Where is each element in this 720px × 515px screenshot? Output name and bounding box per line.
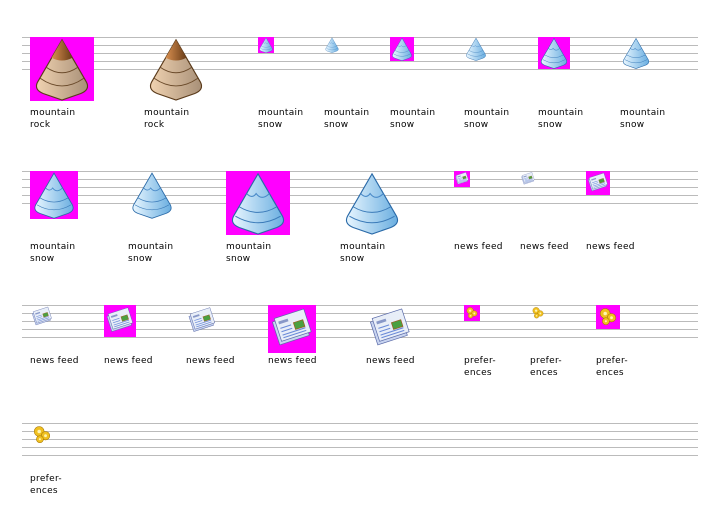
icon-item-rock — [144, 37, 208, 101]
news-feed-icon — [104, 305, 136, 337]
mountain-snow-icon — [226, 171, 290, 235]
mountain-snow-icon — [620, 37, 652, 69]
icon-item-news — [268, 305, 316, 353]
icon-item-news — [586, 171, 610, 195]
preferences-icon — [30, 423, 54, 447]
icon-label: mountain snow — [340, 242, 386, 264]
icon-item-snow — [30, 171, 78, 219]
news-feed-icon — [586, 171, 610, 195]
news-feed-icon — [186, 305, 218, 337]
mountain-rock-icon — [30, 37, 94, 101]
preferences-icon — [596, 305, 620, 329]
icon-label: mountain rock — [30, 108, 76, 130]
icon-item-snow — [340, 171, 404, 235]
icon-item-snow — [226, 171, 290, 235]
icon-label: mountain snow — [620, 108, 666, 130]
icon-label: mountain snow — [538, 108, 584, 130]
icon-label: mountain snow — [464, 108, 510, 130]
icon-label: mountain snow — [128, 242, 174, 264]
icon-item-snow — [620, 37, 652, 69]
icon-item-news — [186, 305, 218, 337]
icon-item-news — [520, 171, 536, 187]
icon-item-snow — [324, 37, 340, 53]
icon-label: news feed — [454, 242, 503, 252]
icon-label: mountain snow — [324, 108, 370, 130]
news-feed-icon — [30, 305, 54, 329]
icon-label: news feed — [520, 242, 569, 252]
mountain-snow-icon — [340, 171, 404, 235]
preferences-icon — [530, 305, 546, 321]
icon-item-snow — [128, 171, 176, 219]
mountain-snow-icon — [538, 37, 570, 69]
icon-label: news feed — [366, 356, 415, 366]
mountain-snow-icon — [128, 171, 176, 219]
mountain-snow-icon — [464, 37, 488, 61]
icon-label: mountain snow — [226, 242, 272, 264]
icon-item-prefs — [30, 423, 54, 447]
icon-label: mountain snow — [258, 108, 304, 130]
icon-label: mountain rock — [144, 108, 190, 130]
icon-item-snow — [258, 37, 274, 53]
icon-item-snow — [390, 37, 414, 61]
icon-label: news feed — [104, 356, 153, 366]
icon-item-news — [30, 305, 54, 329]
mountain-snow-icon — [390, 37, 414, 61]
mountain-snow-icon — [30, 171, 78, 219]
news-feed-icon — [454, 171, 470, 187]
news-feed-icon — [366, 305, 414, 353]
icon-label: news feed — [586, 242, 635, 252]
icon-label: news feed — [30, 356, 79, 366]
icon-label: prefer- ences — [30, 474, 62, 496]
icon-item-prefs — [464, 305, 480, 321]
icon-item-rock — [30, 37, 94, 101]
icon-item-prefs — [530, 305, 546, 321]
news-feed-icon — [520, 171, 536, 187]
news-feed-icon — [268, 305, 316, 353]
icon-item-news — [454, 171, 470, 187]
icon-item-prefs — [596, 305, 620, 329]
mountain-snow-icon — [258, 37, 274, 53]
icon-item-news — [366, 305, 414, 353]
icon-item-news — [104, 305, 136, 337]
mountain-rock-icon — [144, 37, 208, 101]
mountain-snow-icon — [324, 37, 340, 53]
icon-label: mountain snow — [390, 108, 436, 130]
icon-label: prefer- ences — [464, 356, 496, 378]
icon-label: mountain snow — [30, 242, 76, 264]
icon-item-snow — [464, 37, 488, 61]
preferences-icon — [464, 305, 480, 321]
icon-label: prefer- ences — [596, 356, 628, 378]
icon-label: prefer- ences — [530, 356, 562, 378]
icon-label: news feed — [268, 356, 317, 366]
guide-lines-row-1 — [22, 37, 698, 70]
icon-label: news feed — [186, 356, 235, 366]
guide-lines-row-4 — [22, 423, 698, 456]
icon-item-snow — [538, 37, 570, 69]
